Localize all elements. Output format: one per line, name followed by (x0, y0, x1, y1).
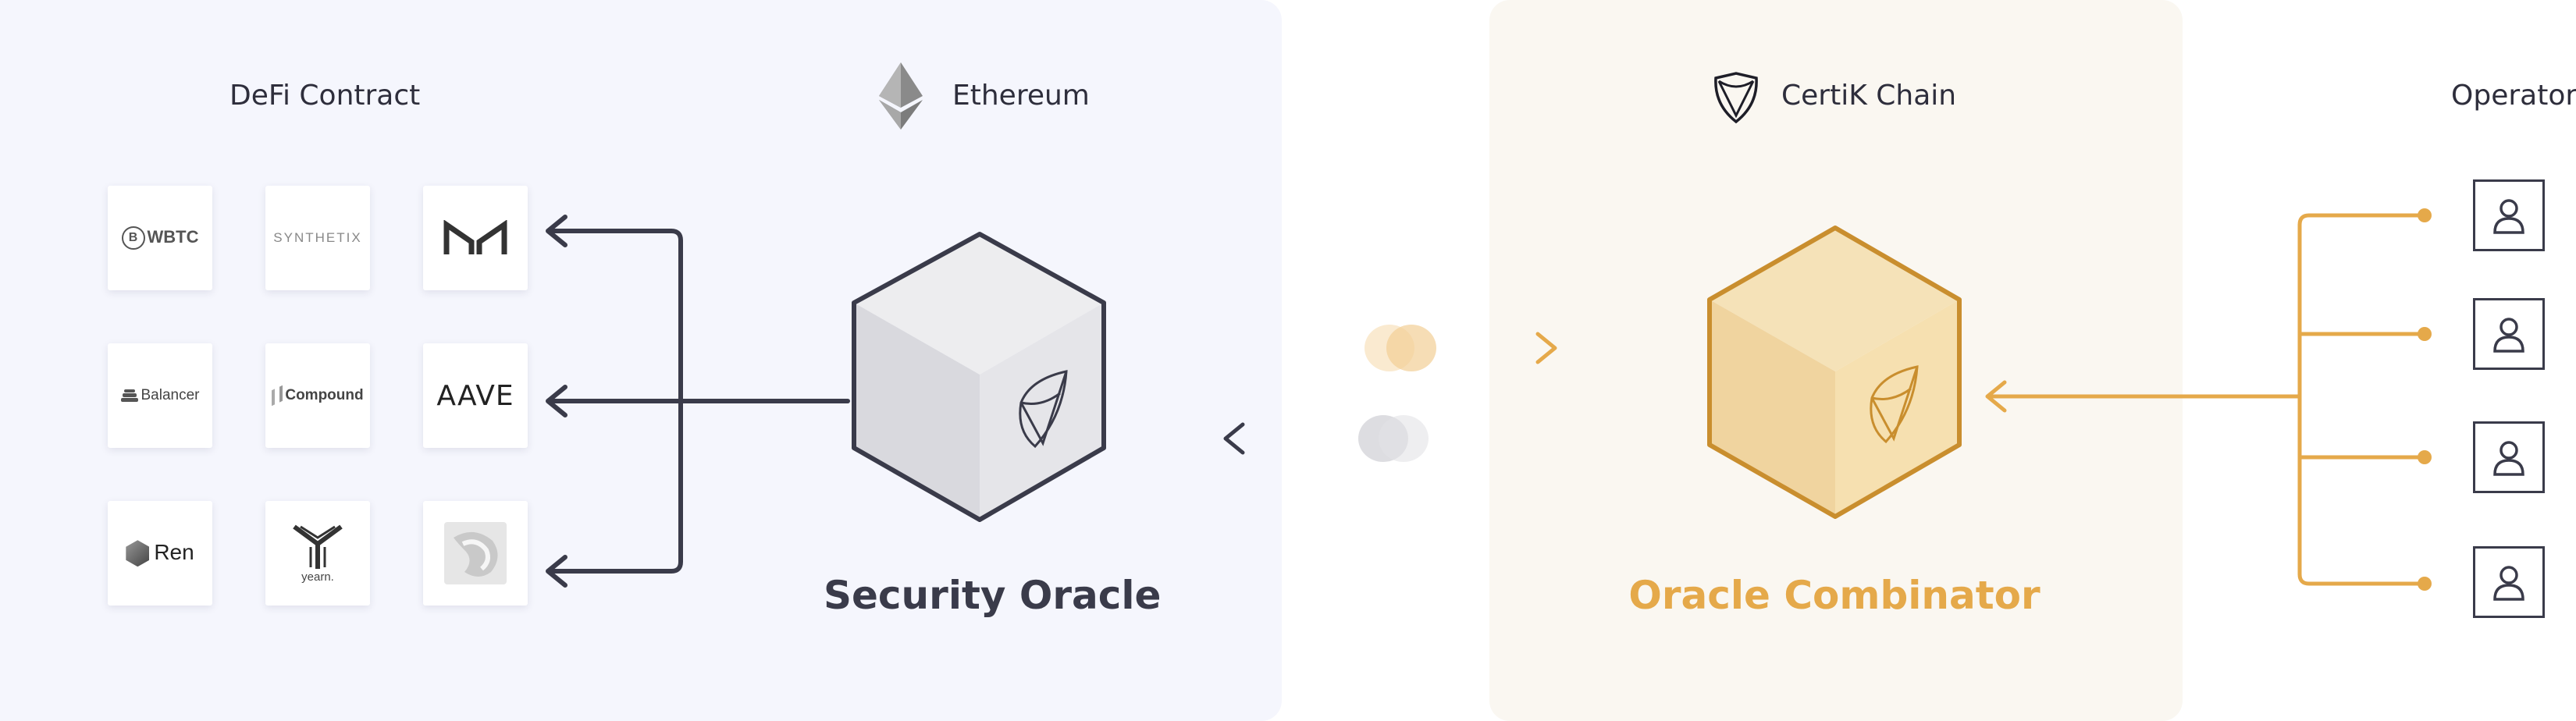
defi-connector (549, 229, 850, 574)
defi-arrowheads (546, 215, 568, 588)
operators-connector (1985, 213, 2427, 586)
uniswap-logo (423, 501, 528, 606)
ren-logo: Ren (108, 501, 212, 606)
balancer-logo: Balancer (108, 343, 212, 448)
operator-box-4 (2473, 546, 2545, 618)
operator-label: Operator (2451, 80, 2576, 112)
ethereum-label: Ethereum (952, 80, 1090, 112)
aave-logo: AAVE (423, 343, 528, 448)
oracle-to-combinator-arrow (1217, 325, 1557, 371)
security-oracle-label: Security Oracle (824, 573, 1162, 618)
certik-logo-mark (1870, 365, 1919, 444)
certik-logo-mark (1019, 370, 1068, 449)
compound-logo: Compound (265, 343, 370, 448)
yearn-logo: yearn. (265, 501, 370, 606)
synthetix-logo: SYNTHETIX (265, 186, 370, 290)
combinator-to-oracle-arrow (1223, 415, 1556, 462)
operator-box-2 (2473, 298, 2545, 370)
oracle-combinator-label: Oracle Combinator (1628, 573, 2041, 618)
operator-connector-dots (2418, 208, 2432, 591)
maker-logo (423, 186, 528, 290)
operator-box-3 (2473, 421, 2545, 493)
user-icon (2493, 199, 2524, 234)
oracle-combinator-cube (1707, 226, 1962, 519)
operator-box-1 (2473, 179, 2545, 251)
certik-shield-icon (1714, 72, 1758, 124)
user-icon (2493, 566, 2524, 601)
defi-contract-label: DeFi Contract (229, 80, 421, 112)
certik-chain-label: CertiK Chain (1781, 80, 1957, 112)
security-oracle-cube (852, 232, 1106, 522)
ethereum-icon (879, 62, 923, 130)
user-icon (2493, 318, 2524, 353)
user-icon (2493, 441, 2524, 476)
